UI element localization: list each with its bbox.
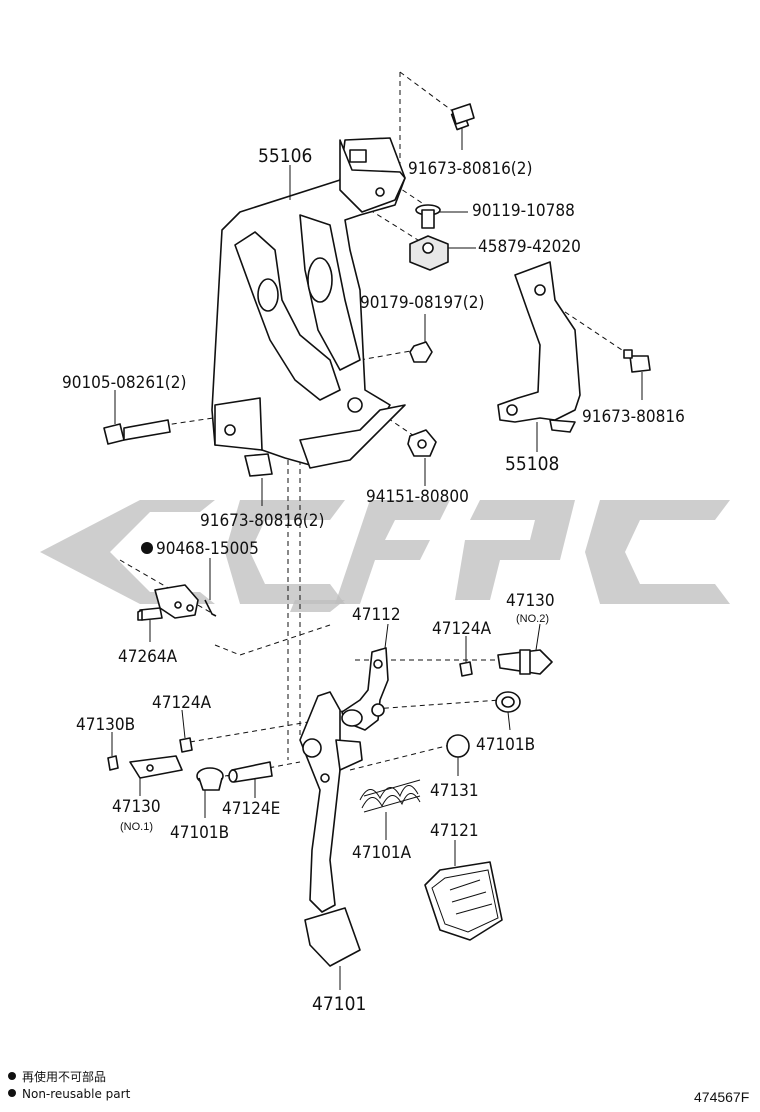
label-47130-right-sub: (NO.2) xyxy=(516,613,549,625)
diagram-code: 474567F xyxy=(694,1089,749,1105)
label-47124A-right: 47124A xyxy=(432,619,492,639)
pin-47130-no2 xyxy=(497,649,553,675)
pedal-bracket-55106 xyxy=(211,137,406,469)
bolt-91673-right xyxy=(623,349,651,373)
legend: 再使用不可部品 Non-reusable part xyxy=(8,1069,131,1101)
bolt-90105 xyxy=(103,419,171,445)
label-94151-80800: 94151-80800 xyxy=(366,487,469,507)
label-90105-08261-2: 90105-08261(2) xyxy=(62,373,186,393)
nut-94151 xyxy=(407,429,437,457)
bracket-55108 xyxy=(497,261,581,433)
spring-47101A xyxy=(359,779,421,813)
label-47124E: 47124E xyxy=(222,799,280,819)
stopper-47131 xyxy=(446,734,470,758)
label-47130-right: 47130 xyxy=(506,591,555,611)
legend-line-en: Non-reusable part xyxy=(22,1087,131,1101)
bushing-47124A-right xyxy=(459,661,473,677)
label-90179-08197-2: 90179-08197(2) xyxy=(360,293,484,313)
watermark-logo xyxy=(40,500,730,612)
label-55108: 55108 xyxy=(505,453,559,475)
plate-47130-no1 xyxy=(129,755,183,779)
nut-90179 xyxy=(409,341,433,363)
label-90119-10788: 90119-10788 xyxy=(472,201,575,221)
pedal-arm-47101 xyxy=(299,691,363,967)
bolt-91673-top xyxy=(450,103,475,131)
label-47101B-right: 47101B xyxy=(476,735,535,755)
label-47124A-left: 47124A xyxy=(152,693,212,713)
bushing-47101B-right xyxy=(495,691,521,713)
label-55106: 55106 xyxy=(258,145,312,167)
label-91673-80816-right: 91673-80816 xyxy=(582,407,685,427)
label-47101: 47101 xyxy=(312,993,366,1015)
bushing-47124A-left xyxy=(179,737,193,753)
label-91673-80816-2-top: 91673-80816(2) xyxy=(408,159,532,179)
label-47130-left-sub: (NO.1) xyxy=(120,821,153,833)
pin-90468-assembly xyxy=(154,584,217,619)
clevis-47112 xyxy=(341,647,389,731)
bolt-90119 xyxy=(415,204,441,229)
bolt-91673-bottom xyxy=(244,453,273,477)
label-47130-left: 47130 xyxy=(112,797,161,817)
collar-47124E xyxy=(228,761,273,783)
label-47112: 47112 xyxy=(352,605,401,625)
label-47131: 47131 xyxy=(430,781,479,801)
label-47264A: 47264A xyxy=(118,647,178,667)
label-47101A: 47101A xyxy=(352,843,412,863)
label-91673-80816-2-bottom: 91673-80816(2) xyxy=(200,511,324,531)
non-reusable-marker xyxy=(141,542,153,554)
nut-45879 xyxy=(409,235,449,271)
clip-47130B xyxy=(107,755,119,771)
label-47101B-left: 47101B xyxy=(170,823,229,843)
label-47121: 47121 xyxy=(430,821,479,841)
pin-47264A xyxy=(137,607,163,621)
bushing-47101B-left xyxy=(196,767,224,791)
pedal-pad-47121 xyxy=(424,861,503,941)
label-90468-15005: 90468-15005 xyxy=(156,539,259,559)
leader-lines xyxy=(111,128,643,990)
legend-line-jp: 再使用不可部品 xyxy=(22,1069,106,1084)
label-45879-42020: 45879-42020 xyxy=(478,237,581,257)
label-47130B: 47130B xyxy=(76,715,135,735)
